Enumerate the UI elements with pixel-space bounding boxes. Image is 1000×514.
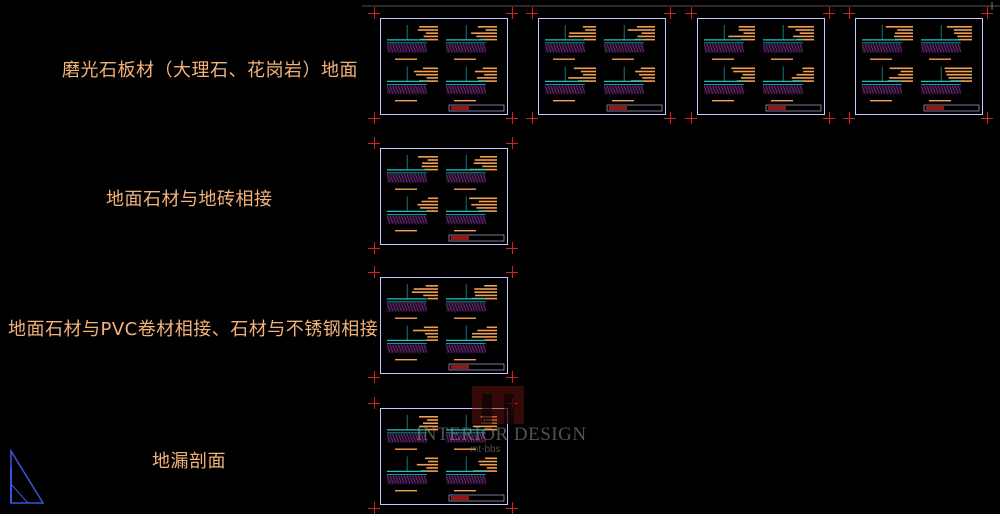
drawing-sheet-row1-4[interactable] (855, 18, 983, 115)
drawing-sheet-row1-3[interactable] (697, 18, 825, 115)
row-label-stone-tile-junction: 地面石材与地砖相接 (106, 189, 273, 210)
watermark-title: INTERIOR DESIGN (416, 424, 587, 445)
row-label-floor-drain-section: 地漏剖面 (152, 451, 226, 472)
row-label-polished-stone-floor: 磨光石板材（大理石、花岗岩）地面 (62, 60, 358, 81)
ucs-triangle-icon (10, 448, 45, 504)
row-label-stone-pvc-steel-junction: 地面石材与PVC卷材相接、石材与不锈钢相接 (8, 319, 379, 340)
drawing-sheet-row4-1[interactable] (380, 408, 508, 505)
top-ruler-line (362, 2, 1000, 10)
drawing-sheet-row1-2[interactable] (538, 18, 666, 115)
drawing-sheet-row2-1[interactable] (380, 148, 508, 245)
watermark-subtitle: mt-bbs (470, 444, 501, 455)
drawing-sheet-row3-1[interactable] (380, 277, 508, 374)
drawing-sheet-row1-1[interactable] (380, 18, 508, 115)
watermark-logo-icon (472, 386, 524, 424)
